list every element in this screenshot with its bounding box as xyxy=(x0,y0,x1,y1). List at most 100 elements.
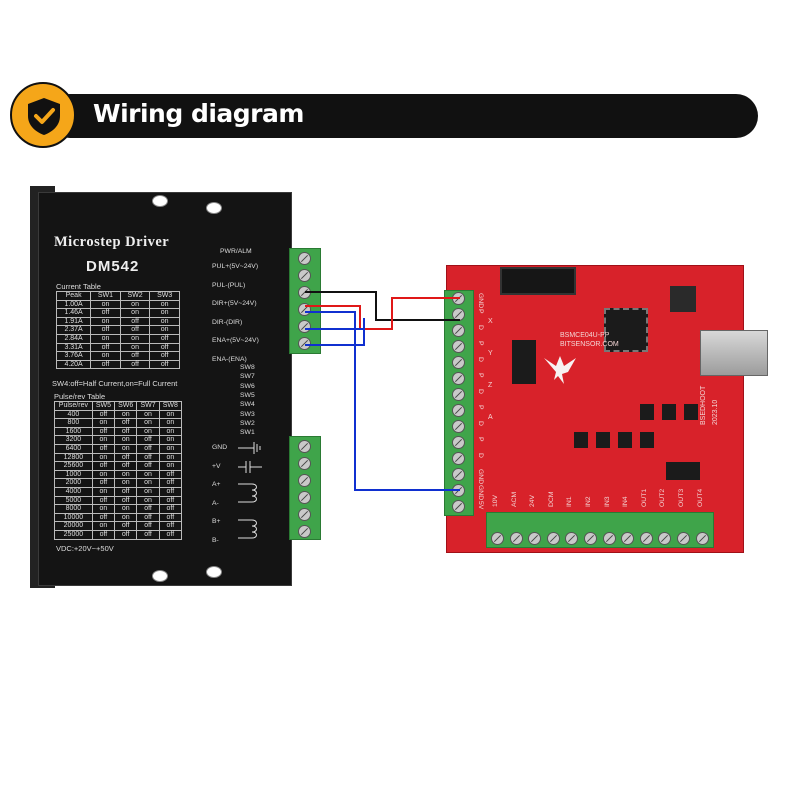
axis-label: A xyxy=(488,414,493,421)
led-label: PWR/ALM xyxy=(220,248,252,255)
terminal-screw[interactable] xyxy=(584,532,597,545)
switch-label: SW4 xyxy=(240,401,255,409)
signal-pin-label: DIR+(5V~24V) xyxy=(212,300,257,307)
terminal-screw[interactable] xyxy=(565,532,579,545)
terminal-screw[interactable] xyxy=(298,474,311,487)
terminal-screw[interactable] xyxy=(621,532,635,545)
wire-black xyxy=(305,291,460,321)
terminal-screw[interactable] xyxy=(677,532,690,545)
terminal-screw[interactable] xyxy=(658,532,672,545)
axis-label: X xyxy=(488,318,493,325)
axis-label: Y xyxy=(488,350,493,357)
terminal-screw[interactable] xyxy=(298,269,311,282)
terminal-screw[interactable] xyxy=(452,420,465,433)
driver-model: DM542 xyxy=(86,258,140,275)
terminal-screw[interactable] xyxy=(452,404,465,417)
silk-model: BSMCE04U-PP xyxy=(560,332,610,339)
shield-check-icon xyxy=(28,98,60,135)
transistor xyxy=(574,432,588,448)
shield-check-badge xyxy=(10,82,76,148)
signal-pin-label: ENA+(5V~24V) xyxy=(212,337,259,344)
transistor xyxy=(618,432,632,448)
transistor xyxy=(640,404,654,420)
switch-label: SW5 xyxy=(240,391,255,399)
terminal-screw[interactable] xyxy=(298,525,311,538)
driver-power-terminal xyxy=(289,436,321,540)
signal-pin-label: PUL+(5V~24V) xyxy=(212,263,259,270)
vdc-label: VDC:+20V~+50V xyxy=(56,544,114,553)
terminal-screw[interactable] xyxy=(491,532,504,545)
optocoupler-chip xyxy=(512,340,536,384)
ribbon-header xyxy=(500,267,576,295)
signal-pin-label: PUL-(PUL) xyxy=(212,281,246,289)
switch-label: SW8 xyxy=(240,364,255,371)
terminal-screw[interactable] xyxy=(639,532,653,545)
switch-label: SW1 xyxy=(240,429,255,437)
power-pin-label: B+ xyxy=(212,518,221,525)
mount-hole xyxy=(152,570,168,582)
header-banner xyxy=(48,94,758,138)
wire-red-top xyxy=(316,297,460,330)
axis-label: Z xyxy=(488,382,493,389)
switch-label: SW7 xyxy=(240,373,255,381)
pulse-table-caption: Pulse/rev Table xyxy=(54,392,106,401)
switch-label: SW6 xyxy=(240,382,255,390)
terminal-screw[interactable] xyxy=(298,252,311,265)
wire-blue-ena xyxy=(305,318,365,346)
driver-ic xyxy=(666,462,700,480)
transistor xyxy=(640,432,654,448)
terminal-screw[interactable] xyxy=(298,508,311,521)
terminal-screw[interactable] xyxy=(298,440,311,453)
page-title: Wiring diagram xyxy=(93,99,304,128)
wire-red-inner xyxy=(305,305,361,329)
terminal-screw[interactable] xyxy=(298,491,311,504)
mount-hole xyxy=(206,566,222,578)
signal-pin-label: ENA-(ENA) xyxy=(212,355,247,363)
mount-hole xyxy=(152,195,168,207)
power-pin-label: A+ xyxy=(212,481,221,488)
signal-pin-label: DIR-(DIR) xyxy=(212,318,243,326)
terminal-screw[interactable] xyxy=(298,337,311,350)
terminal-screw[interactable] xyxy=(602,532,616,545)
terminal-screw[interactable] xyxy=(452,452,465,465)
terminal-screw[interactable] xyxy=(452,356,465,369)
table-row-cell: off xyxy=(158,529,183,540)
terminal-screw[interactable] xyxy=(452,468,465,481)
power-pin-label: GND xyxy=(212,444,228,451)
driver-title: Microstep Driver xyxy=(54,234,170,250)
terminal-screw[interactable] xyxy=(452,436,465,449)
transistor xyxy=(596,432,610,448)
transistor xyxy=(662,404,676,420)
terminal-screw[interactable] xyxy=(695,532,709,545)
terminal-screw[interactable] xyxy=(452,388,465,401)
eagle-logo-icon xyxy=(544,356,576,384)
silk-url: BITSENSOR.COM xyxy=(560,341,619,348)
terminal-screw[interactable] xyxy=(509,532,523,545)
voltage-regulator xyxy=(670,286,696,312)
usb-b-port[interactable] xyxy=(700,330,768,376)
terminal-screw[interactable] xyxy=(452,372,465,385)
power-pin-label: +V xyxy=(212,462,221,470)
power-pin-label: B- xyxy=(212,536,219,544)
mcu-chip xyxy=(604,308,648,352)
terminal-screw[interactable] xyxy=(452,500,465,513)
board-bottom-terminal xyxy=(486,512,714,548)
terminal-screw[interactable] xyxy=(452,324,465,337)
current-table-caption: Current Table xyxy=(56,282,101,291)
sw4-note: SW4:off=Half Current,on=Full Current xyxy=(52,379,178,388)
mount-hole xyxy=(206,202,222,214)
terminal-screw[interactable] xyxy=(298,457,311,470)
terminal-screw[interactable] xyxy=(452,340,465,353)
terminal-screw[interactable] xyxy=(546,532,560,545)
terminal-screw[interactable] xyxy=(528,532,542,545)
